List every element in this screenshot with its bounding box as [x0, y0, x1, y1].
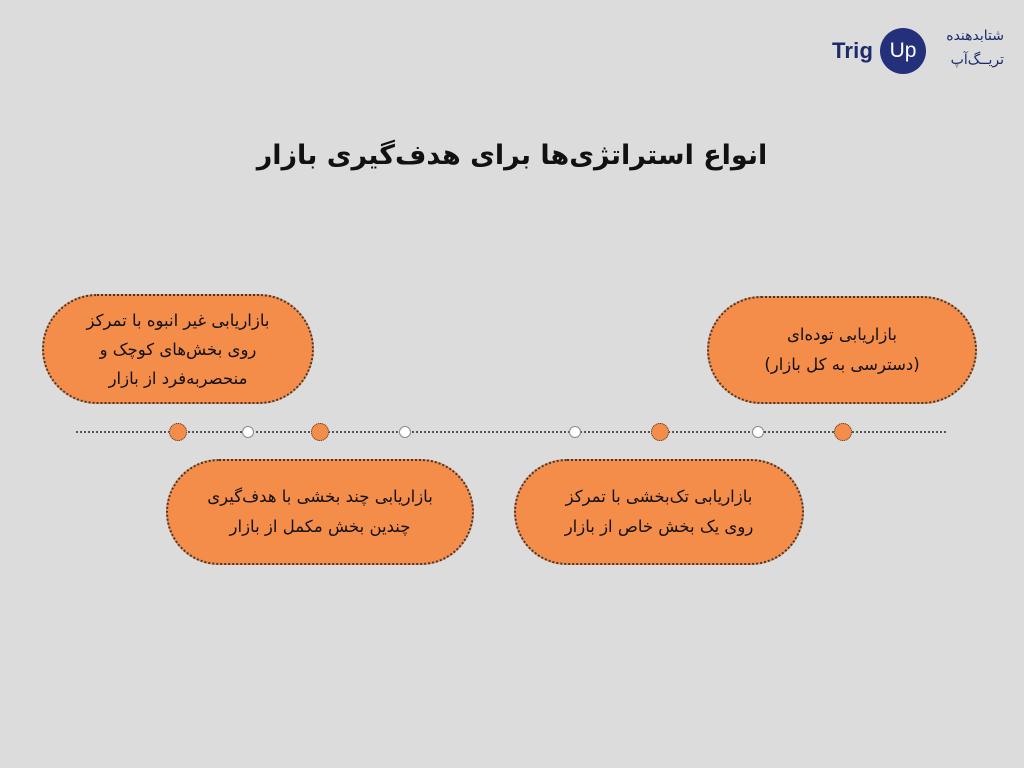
strategy-card-mass: بازاریابی توده‌ای (دسترسی به کل بازار): [707, 296, 977, 404]
strategy-text-line: (دسترسی به کل بازار): [764, 355, 920, 374]
strategy-text-line: بازاریابی تک‌بخشی با تمرکز: [565, 487, 753, 506]
strategy-text-line: روی یک بخش خاص از بازار: [564, 517, 754, 536]
timeline-marker: [834, 423, 852, 441]
diagram-title: انواع استراتژی‌ها برای هدف‌گیری بازار: [256, 140, 768, 171]
strategy-text-line: بازاریابی غیر انبوه با تمرکز: [86, 310, 270, 330]
timeline-dot: [242, 426, 254, 438]
strategy-card-concentrated: بازاریابی تک‌بخشی با تمرکز روی یک بخش خا…: [514, 459, 804, 565]
strategy-text-line: بازاریابی چند بخشی با هدف‌گیری: [207, 487, 433, 506]
logo-wordmark: Trig: [832, 38, 874, 63]
timeline-marker: [651, 423, 669, 441]
timeline-dot: [399, 426, 411, 438]
timeline-dot: [752, 426, 764, 438]
strategy-card-multi-segment: بازاریابی چند بخشی با هدف‌گیری چندین بخش…: [166, 459, 474, 565]
strategy-card-niche: بازاریابی غیر انبوه با تمرکز روی بخش‌های…: [42, 294, 314, 404]
logo-badge: Up: [880, 28, 926, 74]
timeline-dot: [569, 426, 581, 438]
strategy-text-line: چندین بخش مکمل از بازار: [229, 517, 411, 536]
brand-logo: Trig Up شتابدهنده تریــگ‌آپ: [832, 26, 1012, 78]
timeline-line: [76, 431, 946, 433]
logo-text-line2: تریــگ‌آپ: [950, 52, 1004, 68]
strategy-text-line: منحصربه‌فرد از بازار: [108, 368, 248, 388]
logo-text-line1: شتابدهنده: [946, 28, 1004, 44]
timeline-marker: [169, 423, 187, 441]
strategy-text-line: بازاریابی توده‌ای: [787, 325, 897, 344]
timeline-marker: [311, 423, 329, 441]
strategy-text-line: روی بخش‌های کوچک و: [99, 339, 257, 359]
